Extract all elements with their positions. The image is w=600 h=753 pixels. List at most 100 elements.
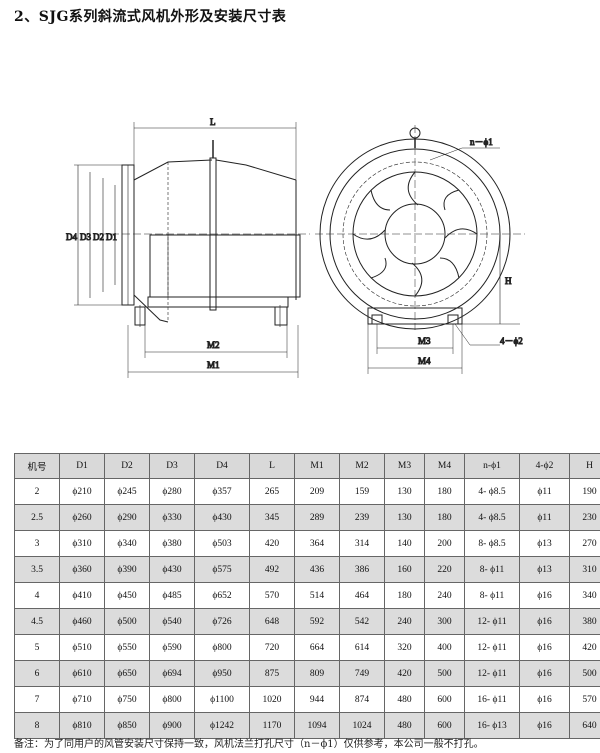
table-cell: 310	[569, 556, 600, 583]
table-cell: ϕ16	[519, 608, 570, 635]
table-cell: ϕ500	[104, 608, 150, 635]
table-cell: ϕ610	[59, 660, 105, 687]
table-cell: 180	[424, 504, 465, 531]
table-cell: 1024	[339, 712, 385, 739]
table-cell: ϕ1242	[194, 712, 250, 739]
table-cell: ϕ16	[519, 660, 570, 687]
table-cell: 614	[339, 634, 385, 661]
table-cell: ϕ380	[149, 530, 195, 557]
table-cell: ϕ260	[59, 504, 105, 531]
column-header: D3	[149, 453, 195, 479]
table-cell: 130	[384, 478, 425, 505]
table-cell: 16- ϕ11	[464, 686, 520, 713]
table-cell: 436	[294, 556, 340, 583]
table-cell: ϕ245	[104, 478, 150, 505]
table-cell: 300	[424, 608, 465, 635]
table-cell: ϕ16	[519, 712, 570, 739]
page-title: 2、SJG系列斜流式风机外形及安装尺寸表	[14, 9, 287, 25]
table-cell: ϕ485	[149, 582, 195, 609]
table-cell: 720	[249, 634, 295, 661]
table-cell: ϕ900	[149, 712, 195, 739]
table-cell: 380	[569, 608, 600, 635]
table-cell: 570	[249, 582, 295, 609]
table-cell: ϕ850	[104, 712, 150, 739]
table-cell: 500	[569, 660, 600, 687]
table-cell: 542	[339, 608, 385, 635]
table-cell: 4.5	[14, 608, 60, 635]
table-cell: ϕ510	[59, 634, 105, 661]
table-cell: ϕ460	[59, 608, 105, 635]
table-cell: 600	[424, 712, 465, 739]
table-cell: ϕ280	[149, 478, 195, 505]
label-D1: D1	[106, 232, 117, 242]
table-cell: 420	[249, 530, 295, 557]
column-header: D4	[194, 453, 250, 479]
table-cell: ϕ290	[104, 504, 150, 531]
table-cell: 6	[14, 660, 60, 687]
table-cell: 400	[424, 634, 465, 661]
table-cell: ϕ310	[59, 530, 105, 557]
table-cell: 230	[569, 504, 600, 531]
table-cell: ϕ450	[104, 582, 150, 609]
table-cell: 200	[424, 530, 465, 557]
label-H: H	[505, 276, 512, 286]
table-cell: ϕ540	[149, 608, 195, 635]
table-cell: ϕ750	[104, 686, 150, 713]
table-cell: 320	[384, 634, 425, 661]
table-cell: 570	[569, 686, 600, 713]
table-cell: ϕ652	[194, 582, 250, 609]
table-cell: 160	[384, 556, 425, 583]
column-header: M2	[339, 453, 385, 479]
label-M4: M4	[418, 356, 431, 366]
column-header: M3	[384, 453, 425, 479]
table-cell: 8- ϕ8.5	[464, 530, 520, 557]
label-D4: D4	[66, 232, 77, 242]
table-cell: 1170	[249, 712, 295, 739]
table-cell: 4- ϕ8.5	[464, 478, 520, 505]
table-cell: 2	[14, 478, 60, 505]
table-cell: 809	[294, 660, 340, 687]
table-cell: ϕ800	[149, 686, 195, 713]
column-header: H	[569, 453, 600, 479]
table-cell: ϕ390	[104, 556, 150, 583]
footnote: 备注：为了同用户的风管安装尺寸保持一致，风机法兰打孔尺寸（n－ϕ1）仅供参考，本…	[14, 739, 484, 750]
label-D3: D3	[80, 232, 91, 242]
table-cell: ϕ430	[194, 504, 250, 531]
column-header: 4-ϕ2	[519, 453, 570, 479]
table-cell: 5	[14, 634, 60, 661]
table-cell: 4- ϕ8.5	[464, 504, 520, 531]
table-cell: 648	[249, 608, 295, 635]
label-M2: M2	[207, 340, 220, 350]
table-cell: 749	[339, 660, 385, 687]
table-cell: ϕ16	[519, 686, 570, 713]
table-cell: 8- ϕ11	[464, 556, 520, 583]
table-cell: ϕ694	[149, 660, 195, 687]
table-cell: ϕ430	[149, 556, 195, 583]
table-cell: ϕ575	[194, 556, 250, 583]
table-cell: 7	[14, 686, 60, 713]
table-cell: 314	[339, 530, 385, 557]
table-cell: ϕ16	[519, 582, 570, 609]
table-cell: ϕ410	[59, 582, 105, 609]
column-header: D2	[104, 453, 150, 479]
table-cell: ϕ950	[194, 660, 250, 687]
table-cell: 289	[294, 504, 340, 531]
table-cell: 1094	[294, 712, 340, 739]
table-cell: 180	[384, 582, 425, 609]
table-cell: ϕ16	[519, 634, 570, 661]
column-header: 机号	[14, 453, 60, 479]
label-M1: M1	[207, 360, 220, 370]
table-cell: ϕ11	[519, 478, 570, 505]
table-cell: 345	[249, 504, 295, 531]
label-n-phi1: n－ϕ1	[470, 137, 493, 147]
table-cell: 209	[294, 478, 340, 505]
table-cell: ϕ340	[104, 530, 150, 557]
table-cell: 1020	[249, 686, 295, 713]
